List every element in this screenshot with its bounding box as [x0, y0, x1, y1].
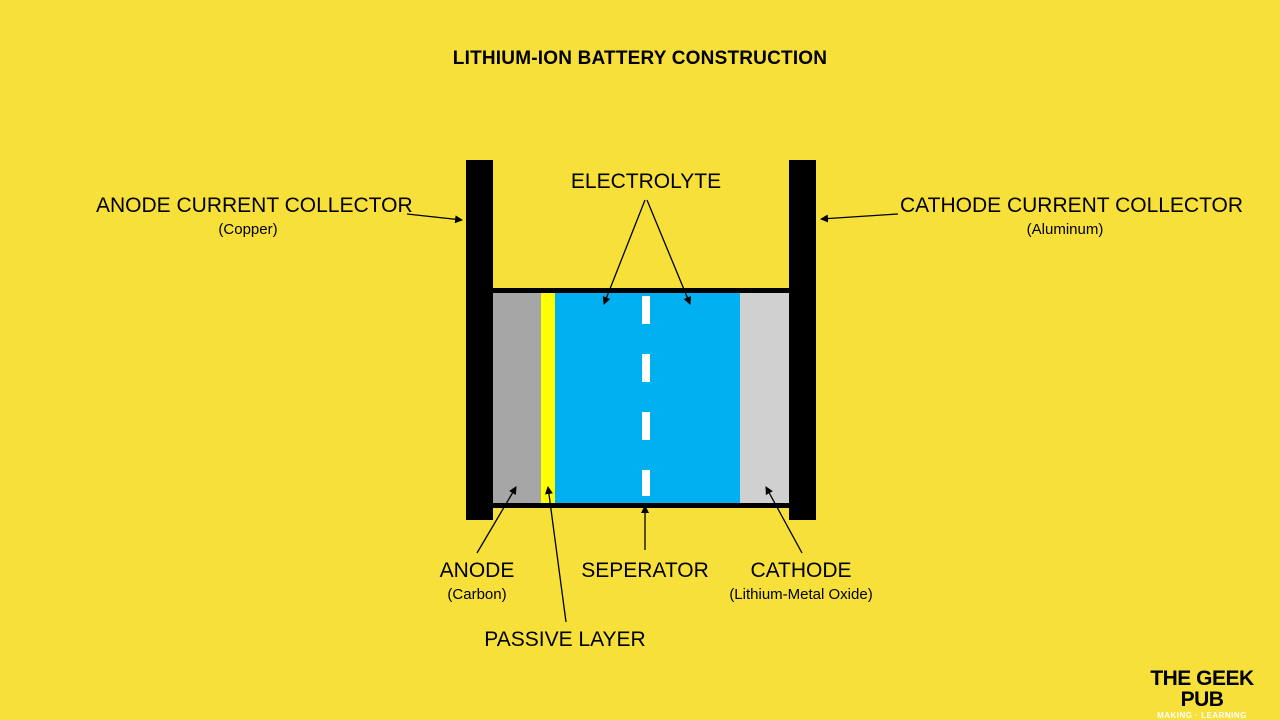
- geek-pub-logo: THE GEEK PUB MAKING · LEARNING: [1140, 668, 1264, 720]
- cathode-arrow: [765, 486, 803, 554]
- anode-collector-arrow: [406, 213, 463, 224]
- cathode-title: CATHODE: [750, 559, 852, 582]
- anode-collector-title: ANODE CURRENT COLLECTOR: [96, 194, 413, 217]
- diagram-title: LITHIUM-ION BATTERY CONSTRUCTION: [452, 48, 828, 69]
- passive-layer-arrow: [544, 486, 567, 623]
- electrolyte-arrow-right: [646, 199, 692, 305]
- cathode-material: (Lithium-Metal Oxide): [729, 586, 873, 604]
- cathode-layer: [740, 293, 790, 504]
- anode-label: ANODE (Carbon): [417, 558, 537, 604]
- anode-material: (Carbon): [447, 586, 507, 604]
- logo-tagline: MAKING · LEARNING: [1157, 711, 1247, 720]
- electrolyte-label: ELECTROLYTE: [566, 169, 726, 194]
- passive-layer-label: PASSIVE LAYER: [480, 627, 650, 652]
- electrolyte-arrow-left: [602, 199, 646, 305]
- electrolyte-layer: [555, 293, 740, 504]
- cathode-collector-arrow: [820, 213, 899, 223]
- casing-bottom: [488, 503, 794, 508]
- anode-current-collector: [466, 160, 493, 520]
- cathode-collector-label: CATHODE CURRENT COLLECTOR (Aluminum): [900, 193, 1244, 239]
- anode-collector-label: ANODE CURRENT COLLECTOR (Copper): [96, 193, 413, 239]
- cathode-label: CATHODE (Lithium-Metal Oxide): [706, 558, 896, 604]
- anode-title: ANODE: [439, 559, 515, 582]
- separator-label: SEPERATOR: [575, 558, 715, 583]
- passive-layer: [541, 293, 555, 504]
- anode-collector-material: (Copper): [218, 221, 278, 239]
- anode-arrow: [476, 486, 517, 554]
- passive-layer-title: PASSIVE LAYER: [484, 628, 646, 651]
- electrolyte-title: ELECTROLYTE: [570, 170, 722, 193]
- cathode-collector-title: CATHODE CURRENT COLLECTOR: [900, 194, 1244, 217]
- logo-name: THE GEEK PUB: [1150, 667, 1254, 711]
- casing-top: [488, 288, 794, 293]
- cathode-current-collector: [789, 160, 816, 520]
- separator-title: SEPERATOR: [581, 559, 709, 582]
- anode-layer: [492, 293, 541, 504]
- cathode-collector-material: (Aluminum): [1026, 221, 1104, 239]
